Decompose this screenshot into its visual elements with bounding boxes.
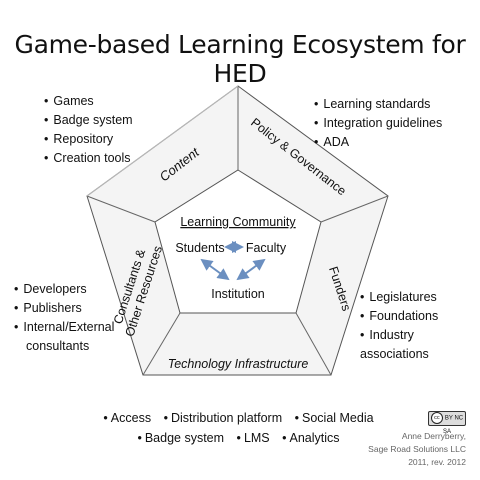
segment-dividers [86, 85, 389, 376]
list-item: •Analytics [282, 431, 340, 445]
list-item: •Distribution platform [163, 411, 283, 425]
credit-block: Anne Derryberry, Sage Road Solutions LLC… [368, 430, 466, 469]
arrow-faculty-institution [236, 258, 266, 281]
credit-date: 2011, rev. 2012 [408, 457, 466, 467]
credit-org: Sage Road Solutions LLC [368, 444, 466, 454]
funders-list: Legislatures Foundations Industry associ… [360, 288, 480, 364]
list-item: Internal/External consultants [14, 318, 114, 356]
diagram-title: Game-based Learning Ecosystem for HED [14, 30, 466, 88]
list-item: •LMS [236, 431, 270, 445]
list-item: •Badge system [137, 431, 225, 445]
content-list: Games Badge system Repository Creation t… [44, 92, 133, 168]
list-item: Developers [14, 280, 114, 299]
list-item: ADA [314, 133, 442, 152]
consultants-list: Developers Publishers Internal/External … [14, 280, 114, 356]
segment-label-technology: Technology Infrastructure [168, 357, 309, 371]
list-item: Legislatures [360, 288, 480, 307]
credit-name: Anne Derryberry, [401, 431, 466, 441]
center-heading: Learning Community [180, 215, 296, 229]
center-faculty: Faculty [246, 241, 287, 255]
list-item: Foundations [360, 307, 480, 326]
list-item: Publishers [14, 299, 114, 318]
list-item: •Social Media [294, 411, 374, 425]
technology-list: •Access •Distribution platform •Social M… [0, 408, 480, 448]
list-item: Repository [44, 130, 133, 149]
list-item: Games [44, 92, 133, 111]
technology-row-2: •Badge system •LMS •Analytics [0, 428, 480, 448]
center-institution: Institution [211, 287, 265, 301]
policy-list: Learning standards Integration guideline… [314, 95, 442, 152]
arrow-students-institution [200, 258, 230, 281]
list-item: Learning standards [314, 95, 442, 114]
center-students: Students [175, 241, 224, 255]
list-item: Integration guidelines [314, 114, 442, 133]
list-item: Industry associations [360, 326, 480, 364]
list-item: •Access [103, 411, 152, 425]
technology-row-1: •Access •Distribution platform •Social M… [0, 408, 480, 428]
list-item: Badge system [44, 111, 132, 130]
list-item: Creation tools [44, 149, 133, 168]
